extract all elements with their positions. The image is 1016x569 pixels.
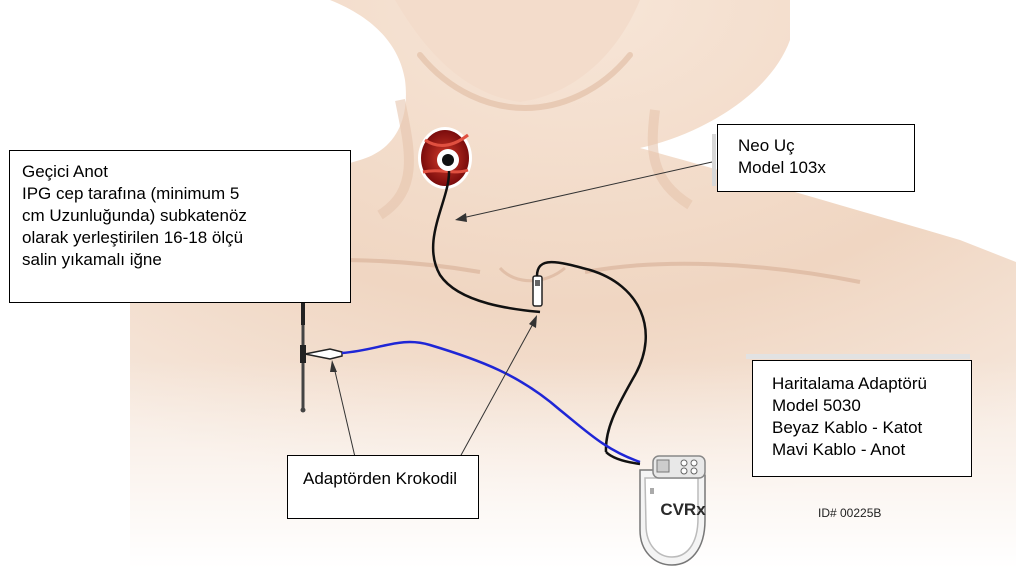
callout-line: Mavi Kablo - Anot xyxy=(772,439,971,461)
callout-line: Neo Uç xyxy=(738,135,914,157)
neo-lead-callout: Neo Uç Model 103x xyxy=(717,124,915,192)
carotid-artery-window xyxy=(418,127,472,189)
callout-line: IPG cep tarafına (minimum 5 xyxy=(22,183,338,205)
mapping-adapter-callout: Haritalama Adaptörü Model 5030 Beyaz Kab… xyxy=(752,360,972,477)
callout-line: Haritalama Adaptörü xyxy=(772,373,971,395)
alligator-clip-callout: Adaptörden Krokodil xyxy=(287,455,479,519)
callout-line: Model 103x xyxy=(738,157,914,179)
cvrx-logo: CVRx xyxy=(652,500,714,520)
mapping-callout-shadow xyxy=(746,354,970,359)
callout-line: Adaptörden Krokodil xyxy=(303,468,478,490)
temporary-anode-callout: Geçici Anot IPG cep tarafına (minimum 5 … xyxy=(9,150,351,303)
callout-line: cm Uzunluğunda) subkatenöz xyxy=(22,205,338,227)
lead-connector xyxy=(533,276,542,306)
neo-callout-shadow xyxy=(712,134,716,186)
callout-line: olarak yerleştirilen 16-18 ölçü xyxy=(22,227,338,249)
image-id-label: ID# 00225B xyxy=(818,506,881,520)
callout-line: Geçici Anot xyxy=(22,161,338,183)
callout-line: Model 5030 xyxy=(772,395,971,417)
callout-line: salin yıkamalı iğne xyxy=(22,249,338,271)
callout-line: Beyaz Kablo - Katot xyxy=(772,417,971,439)
